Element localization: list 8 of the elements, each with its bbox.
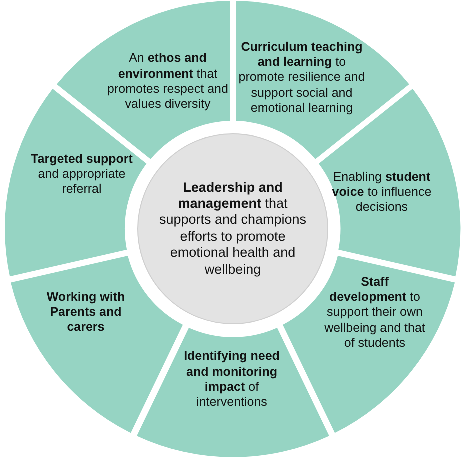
center-text: Leadership and management that supports and champions efforts to promote emotional health and wellbeing	[158, 180, 308, 278]
segment-text: Curriculum teaching and learning to promote resilience and support social and emotional learning	[238, 40, 366, 116]
segment-text: Working with Parents and carers	[46, 290, 126, 336]
segment-text: Enabling student voice to influence decisions	[331, 170, 433, 216]
segment-text: Targeted support and appropriate referral	[30, 152, 134, 198]
segment-text: Staff development to support their own wellbeing and that of students	[324, 274, 426, 352]
segment-text: An ethos and environment that promotes respect and values diversity	[106, 51, 230, 112]
segment-text: Identifying need and monitoring impact of interventions	[183, 349, 281, 410]
